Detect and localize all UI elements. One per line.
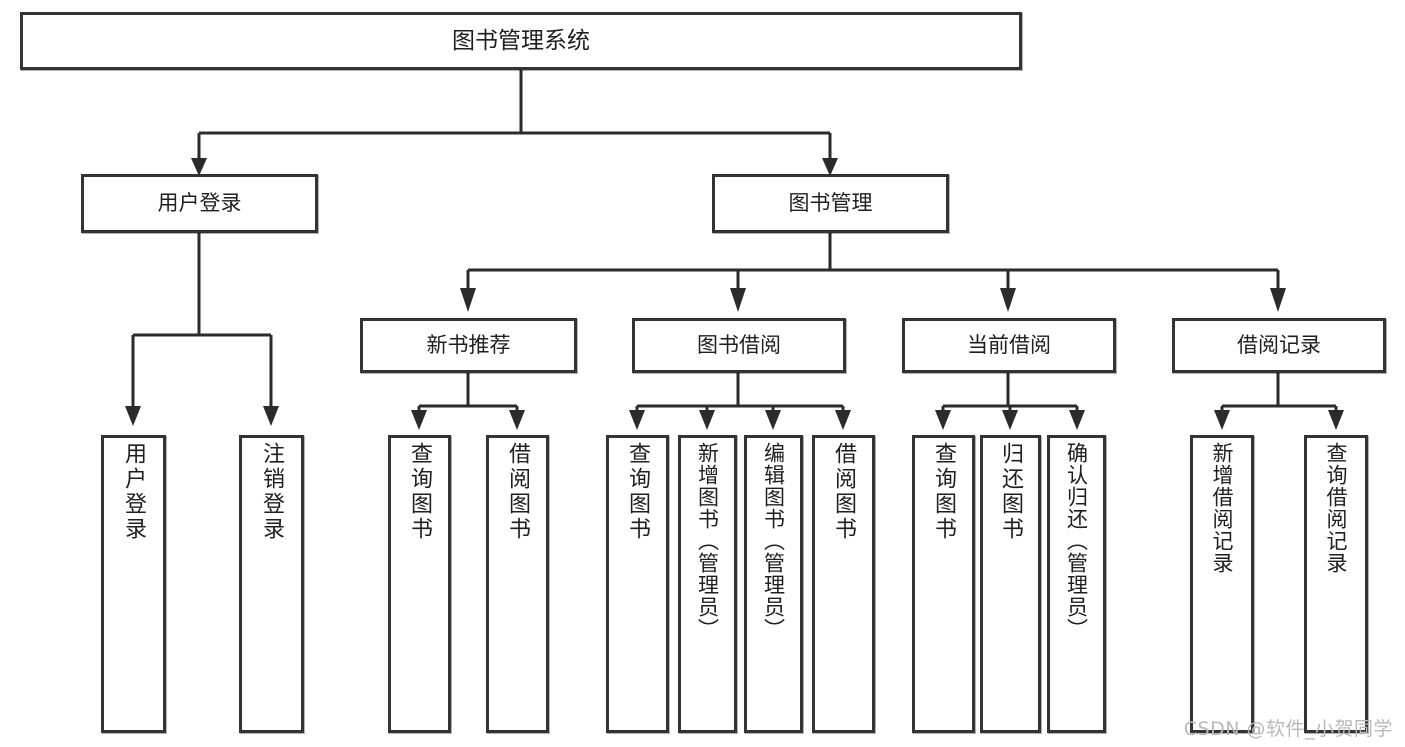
leaf-query-books-borrowing[interactable]: 查询图书: [606, 435, 669, 733]
node-label: 查询图书: [931, 442, 957, 542]
leaf-query-books-recommendation[interactable]: 查询图书: [388, 435, 451, 733]
leaf-add-book-admin[interactable]: 新增图书（管理员）: [678, 435, 737, 733]
node-root-system[interactable]: 图书管理系统: [20, 12, 1022, 70]
node-book-borrowing[interactable]: 图书借阅: [632, 318, 846, 373]
node-label: 新增图书（管理员）: [695, 442, 720, 640]
node-label: 用户登录: [121, 442, 147, 542]
node-label: 借阅图书: [831, 442, 857, 542]
node-label: 新书推荐: [426, 333, 511, 358]
node-label: 查询图书: [407, 442, 433, 542]
node-label: 新增借阅记录: [1210, 442, 1235, 574]
node-label: 用户登录: [157, 191, 242, 216]
leaf-edit-book-admin[interactable]: 编辑图书（管理员）: [744, 435, 803, 733]
leaf-borrow-books-borrowing[interactable]: 借阅图书: [812, 435, 875, 733]
node-label: 查询借阅记录: [1324, 442, 1349, 574]
leaf-query-books-current[interactable]: 查询图书: [912, 435, 975, 733]
node-label: 注销登录: [259, 442, 285, 542]
node-label: 图书管理: [788, 191, 873, 216]
leaf-logout[interactable]: 注销登录: [239, 435, 304, 733]
node-label: 确认归还（管理员）: [1064, 442, 1089, 640]
node-label: 借阅记录: [1237, 333, 1321, 358]
node-book-management[interactable]: 图书管理: [712, 174, 949, 233]
csdn-watermark: CSDN @软件_小贺同学: [1183, 718, 1393, 740]
node-label: 图书管理系统: [452, 27, 590, 54]
node-current-borrowing[interactable]: 当前借阅: [902, 318, 1116, 373]
node-label: 图书借阅: [697, 333, 781, 358]
leaf-return-books[interactable]: 归还图书: [980, 435, 1041, 733]
leaf-confirm-return-admin[interactable]: 确认归还（管理员）: [1047, 435, 1106, 733]
node-new-book-recommendation[interactable]: 新书推荐: [360, 318, 577, 373]
node-label: 归还图书: [998, 442, 1024, 542]
leaf-user-login[interactable]: 用户登录: [101, 435, 166, 733]
node-label: 编辑图书（管理员）: [761, 442, 786, 640]
node-borrowing-records[interactable]: 借阅记录: [1172, 318, 1386, 373]
node-user-login[interactable]: 用户登录: [81, 174, 318, 233]
node-label: 查询图书: [625, 442, 651, 542]
leaf-borrow-books-recommendation[interactable]: 借阅图书: [486, 435, 549, 733]
leaf-query-borrowing-record[interactable]: 查询借阅记录: [1304, 435, 1368, 733]
leaf-add-borrowing-record[interactable]: 新增借阅记录: [1190, 435, 1254, 733]
node-label: 借阅图书: [505, 442, 531, 542]
node-label: 当前借阅: [967, 333, 1051, 358]
